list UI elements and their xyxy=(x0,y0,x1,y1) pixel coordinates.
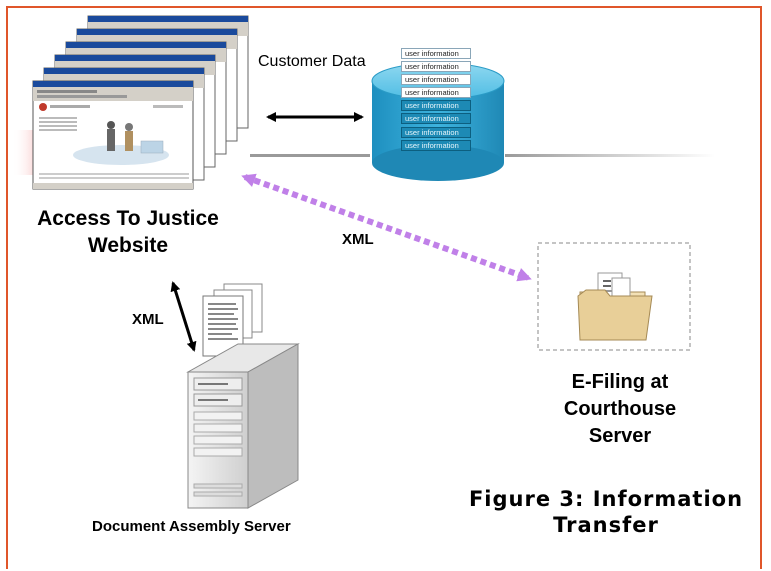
efiling-label: E-Filing at Courthouse Server xyxy=(510,369,730,450)
database-record-row: user information xyxy=(401,126,471,138)
access-to-justice-label: Access To Justice Website xyxy=(18,205,238,259)
efiling-line2: Courthouse xyxy=(563,398,677,420)
connector-lines xyxy=(250,154,715,157)
xml-label-left: XML xyxy=(132,311,164,328)
xml-transfer-arrow xyxy=(241,173,532,282)
database-record-row: user information xyxy=(401,74,471,86)
xml-label-top: XML xyxy=(342,231,374,248)
access-title-line2: Website xyxy=(87,234,169,257)
database-record-row: user information xyxy=(401,87,471,99)
database-record-row: user information xyxy=(401,61,471,73)
access-title-line1: Access To Justice xyxy=(37,207,219,230)
database-record-row: user information xyxy=(401,139,471,151)
figure-caption: Figure 3: Information Transfer xyxy=(446,486,766,538)
database-record-row: user information xyxy=(401,100,471,112)
efiling-line3: Server xyxy=(588,425,652,447)
efiling-line1: E-Filing at xyxy=(571,371,669,393)
xml-server-arrow xyxy=(170,281,197,352)
document-assembly-label: Document Assembly Server xyxy=(92,518,291,535)
diagram-border xyxy=(6,6,762,569)
database-record-row: user information xyxy=(401,113,471,125)
server-tower-icon xyxy=(186,343,300,509)
figure-caption-line1: Figure 3: Information xyxy=(468,487,744,511)
customer-data-label: Customer Data xyxy=(258,53,366,70)
folder-icon xyxy=(537,242,691,351)
documents-icon xyxy=(202,283,263,357)
database-record-row: user information xyxy=(401,48,471,59)
figure-caption-line2: Transfer xyxy=(553,513,659,537)
browser-windows-icon xyxy=(32,15,249,190)
